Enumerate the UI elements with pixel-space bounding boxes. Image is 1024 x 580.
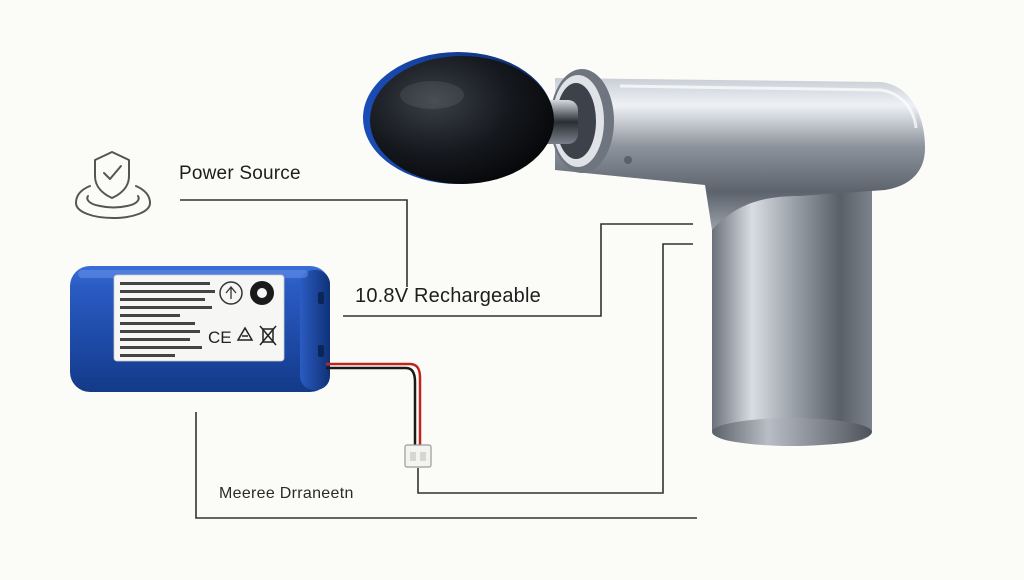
crossed-bin-icon: [259, 325, 277, 346]
massage-gun: [363, 52, 925, 446]
battery-wires: [326, 362, 422, 445]
voltage-leader: [343, 223, 693, 317]
power-source-leader: [180, 199, 408, 287]
connector-leader: [417, 243, 693, 494]
location-shield-icon: [75, 151, 151, 219]
meter-leader: [195, 412, 697, 519]
voltage-label: 10.8V Rechargeable: [355, 285, 541, 307]
battery-pack: CE: [70, 266, 330, 392]
ce-mark: CE: [208, 328, 232, 347]
battery-spec-lines: [120, 282, 215, 357]
leader-lines: [180, 199, 697, 519]
meter-label: Meeree Drraneetn: [219, 485, 354, 502]
massage-head: [370, 56, 554, 184]
power-source-label: Power Source: [179, 163, 301, 184]
battery-logo-outline: [219, 281, 243, 305]
wire-connector: [404, 444, 432, 468]
recycle-icon: [236, 326, 254, 341]
